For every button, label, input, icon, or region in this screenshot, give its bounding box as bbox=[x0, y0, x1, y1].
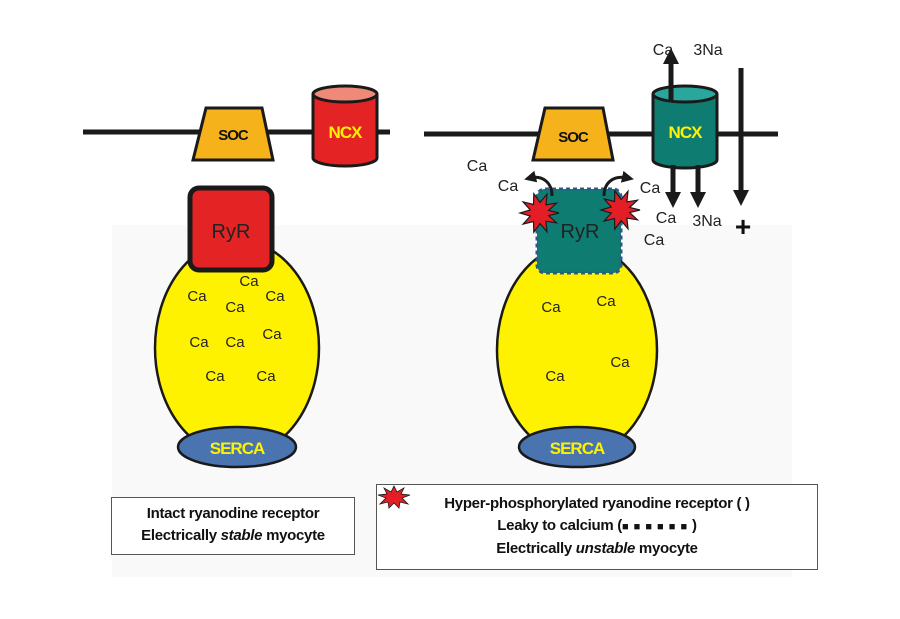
right-ca-ion: Ca bbox=[545, 368, 565, 385]
left-serca-pump: SERCA bbox=[176, 425, 298, 469]
left-ca-ion: Ca bbox=[262, 326, 282, 343]
right-ca-ion: Ca bbox=[610, 354, 630, 371]
left-ca-ion: Ca bbox=[189, 334, 209, 351]
right-ncx-channel: NCX bbox=[651, 84, 719, 170]
left-ncx-channel: NCX bbox=[311, 84, 379, 168]
right-ca-ion: Ca bbox=[596, 293, 616, 310]
leak-arrow-left bbox=[524, 170, 554, 197]
stable-emphasis: stable bbox=[220, 527, 263, 544]
net-charge-sign: + bbox=[735, 211, 751, 242]
left-soc-channel: SOC bbox=[191, 106, 275, 162]
right-ryr-label: RyR bbox=[561, 221, 600, 243]
right-soc-label: SOC bbox=[558, 129, 589, 146]
ncx-out-ca: Ca bbox=[653, 42, 674, 59]
left-serca-label: SERCA bbox=[210, 439, 265, 458]
left-ncx-label: NCX bbox=[329, 123, 364, 142]
right-soc-channel: SOC bbox=[531, 106, 615, 162]
left-ca-ion: Ca bbox=[187, 288, 207, 305]
leaked-ca: Ca bbox=[498, 178, 519, 195]
red-burst-icon bbox=[517, 192, 560, 234]
red-burst-icon bbox=[377, 485, 411, 509]
leak-arrow-right bbox=[602, 170, 634, 197]
leaked-ca: Ca bbox=[640, 180, 661, 197]
left-caption-line2: Electrically stable myocyte bbox=[141, 527, 325, 544]
right-serca-pump: SERCA bbox=[517, 425, 637, 469]
left-soc-label: SOC bbox=[218, 127, 249, 144]
left-panel: SOC NCX SERCA RyR Ca Ca Ca Ca Ca Ca Ca C… bbox=[83, 84, 390, 469]
left-ryr-intact: RyR bbox=[187, 185, 275, 273]
right-caption-line3: Electrically unstable myocyte bbox=[496, 540, 698, 557]
unstable-emphasis: unstable bbox=[575, 540, 636, 557]
dashed-line-glyph: ■ ■ ■ ■ ■ ■ bbox=[621, 521, 689, 533]
leaked-ca: Ca bbox=[467, 158, 488, 175]
ncx-in-na: 3Na bbox=[692, 213, 721, 230]
left-sr-calcium: Ca Ca Ca Ca Ca Ca Ca Ca Ca bbox=[187, 273, 285, 385]
left-caption-line1: Intact ryanodine receptor bbox=[146, 505, 320, 522]
right-ca-ion: Ca bbox=[541, 299, 561, 316]
red-burst-icon bbox=[598, 189, 641, 231]
leaked-ca: Ca bbox=[644, 232, 665, 249]
right-caption-line1: Hyper-phosphorylated ryanodine receptor … bbox=[377, 485, 817, 515]
left-ca-ion: Ca bbox=[256, 368, 276, 385]
left-ca-ion: Ca bbox=[205, 368, 225, 385]
ncx-out-na: 3Na bbox=[693, 42, 722, 59]
right-caption-box: Hyper-phosphorylated ryanodine receptor … bbox=[376, 484, 818, 570]
right-caption-line2: Leaky to calcium (■ ■ ■ ■ ■ ■ ) bbox=[497, 517, 697, 534]
left-ryr-label: RyR bbox=[212, 221, 251, 243]
left-ca-ion: Ca bbox=[239, 273, 259, 290]
left-ca-ion: Ca bbox=[225, 299, 245, 316]
ncx-in-ca: Ca bbox=[656, 210, 677, 227]
left-ca-ion: Ca bbox=[265, 288, 285, 305]
left-ca-ion: Ca bbox=[225, 334, 245, 351]
right-panel: SOC NCX Ca 3Na Ca 3Na + SERCA RyR bbox=[424, 42, 778, 469]
left-caption-box: Intact ryanodine receptor Electrically s… bbox=[111, 497, 355, 555]
right-ncx-label: NCX bbox=[669, 123, 704, 142]
right-serca-label: SERCA bbox=[550, 439, 605, 458]
right-sr-calcium: Ca Ca Ca Ca bbox=[541, 293, 630, 385]
right-sr-store bbox=[495, 242, 659, 458]
